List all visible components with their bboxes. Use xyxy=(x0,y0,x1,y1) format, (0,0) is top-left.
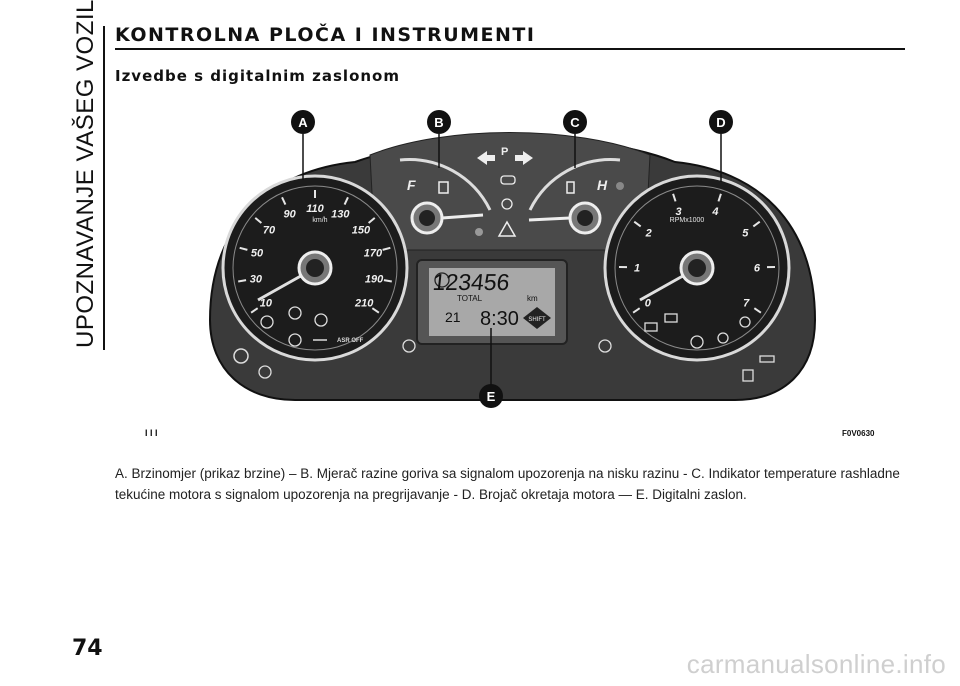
tachometer: 0 1 2 3 4 5 6 7 RPMx1000 xyxy=(603,174,791,362)
beam-icon xyxy=(501,198,513,210)
speedo-tick-mark xyxy=(367,217,376,224)
seatbelt-icon xyxy=(739,316,751,328)
tacho-tick-label: 1 xyxy=(634,262,640,274)
speedo-tick-mark xyxy=(382,246,391,251)
speedo-tick-label: 90 xyxy=(284,209,297,221)
speedo-tick-label: 130 xyxy=(331,209,350,221)
battery-icon xyxy=(664,313,678,323)
figure-ref-code: F0V0630 xyxy=(842,429,875,438)
tacho-tick-label: 5 xyxy=(742,227,749,239)
glow-plug-icon xyxy=(759,355,775,363)
speedo-tick-mark xyxy=(343,196,349,205)
speedo-tick-mark xyxy=(254,217,263,224)
tacho-tick-label: 2 xyxy=(645,227,652,239)
turn-right-icon xyxy=(515,151,533,165)
callout-d: D xyxy=(709,110,733,182)
right-warning-lights xyxy=(598,313,775,382)
tacho-tick-mark xyxy=(752,220,761,228)
speedo-tick-label: 190 xyxy=(365,273,384,285)
coolant-temp-icon xyxy=(566,181,575,194)
tacho-tick-mark xyxy=(633,220,642,228)
page-number: 74 xyxy=(72,636,103,661)
callout-a-label: A xyxy=(298,115,308,130)
brake-pad-icon xyxy=(258,365,272,379)
speedo-tick-mark xyxy=(238,279,247,283)
left-warning-lights: ASR OFF xyxy=(233,306,416,379)
tacho-tick-mark xyxy=(753,307,762,314)
service-icon xyxy=(434,272,450,288)
turn-left-icon xyxy=(477,151,495,165)
temp-gauge-label: H xyxy=(597,177,608,193)
speedo-tick-label: 170 xyxy=(364,247,383,259)
fuel-pump-icon xyxy=(438,181,449,194)
watermark-text: carmanualsonline.info xyxy=(686,649,946,679)
gear-shift-indicator xyxy=(523,307,551,329)
side-section-title-text: UPOZNAVANJE VAŠEG VOZILA xyxy=(72,0,99,348)
callout-e: E xyxy=(479,328,503,408)
tacho-tick-mark xyxy=(672,193,677,202)
speedo-unit: km/h xyxy=(312,217,327,224)
temp-gauge: H xyxy=(528,158,624,235)
speedo-tick-mark xyxy=(239,246,248,251)
callout-a: A xyxy=(291,110,315,180)
hazard-warning-icon xyxy=(497,220,517,237)
fog-light-icon xyxy=(402,339,416,353)
rear-fog-icon xyxy=(598,339,612,353)
digital-display: 123456 TOTAL km 21 8:30 SHIFT xyxy=(416,259,568,345)
speedo-tick-label: 50 xyxy=(251,247,264,259)
speedo-tick-mark xyxy=(250,307,259,314)
speedo-tick-label: 110 xyxy=(306,203,324,215)
display-odometer: 123456 xyxy=(432,269,511,295)
tacho-tick-label: 7 xyxy=(743,297,750,309)
speedo-tick-mark xyxy=(383,279,392,283)
callout-e-label: E xyxy=(487,389,496,404)
speedo-tick-label: 30 xyxy=(250,273,263,285)
display-odo-unit: km xyxy=(527,294,538,303)
tacho-unit: RPMx1000 xyxy=(670,217,705,224)
tacho-tick-mark xyxy=(632,307,641,314)
display-temperature: 21 xyxy=(445,309,461,325)
callout-b: B xyxy=(427,110,451,168)
fuel-reserve-icon xyxy=(742,369,754,382)
speedo-tick-mark xyxy=(371,307,380,314)
tacho-tick-label: 6 xyxy=(754,262,761,274)
tire-pressure-icon xyxy=(690,335,704,349)
callout-b-label: B xyxy=(434,115,443,130)
headlight-icon xyxy=(500,175,516,185)
page-heading: KONTROLNA PLOČA I INSTRUMENTI xyxy=(115,24,536,46)
tacho-tick-label: 3 xyxy=(676,206,682,218)
page-subheading: Izvedbe s digitalnim zaslonom xyxy=(115,67,400,85)
parking-light-icon: P xyxy=(501,146,508,158)
side-rule xyxy=(103,26,105,350)
fuel-gauge: F xyxy=(399,158,492,235)
center-warning-lights: P xyxy=(475,146,533,237)
brake-warning-icon xyxy=(233,348,249,364)
side-section-title: UPOZNAVANJE VAŠEG VOZILA xyxy=(70,0,102,348)
callout-d-label: D xyxy=(716,115,725,130)
tacho-tick-label: 4 xyxy=(711,206,718,218)
display-clock: 8:30 xyxy=(480,308,519,330)
speedo-tick-label: 210 xyxy=(354,297,374,309)
display-total-label: TOTAL xyxy=(457,294,483,303)
callout-c-label: C xyxy=(570,115,580,130)
tacho-tick-mark xyxy=(717,193,722,202)
fuel-gauge-label: F xyxy=(407,177,416,193)
speedo-tick-label: 70 xyxy=(263,224,276,236)
tacho-tick-label: 0 xyxy=(645,297,652,309)
airbag-icon xyxy=(717,332,729,344)
asr-off-icon: ASR OFF xyxy=(337,338,364,344)
display-shift-label: SHIFT xyxy=(528,317,546,323)
engine-check-icon xyxy=(644,322,658,332)
speedo-tick-label: 10 xyxy=(260,297,273,309)
figure-caption: A. Brzinomjer (prikaz brzine) – B. Mjera… xyxy=(115,466,900,502)
heading-rule xyxy=(115,48,905,50)
speedo-tick-mark xyxy=(281,196,287,205)
callout-c: C xyxy=(563,110,587,168)
speedo-tick-label: 150 xyxy=(352,224,371,236)
figure-ref-marks: I I I xyxy=(145,428,158,438)
